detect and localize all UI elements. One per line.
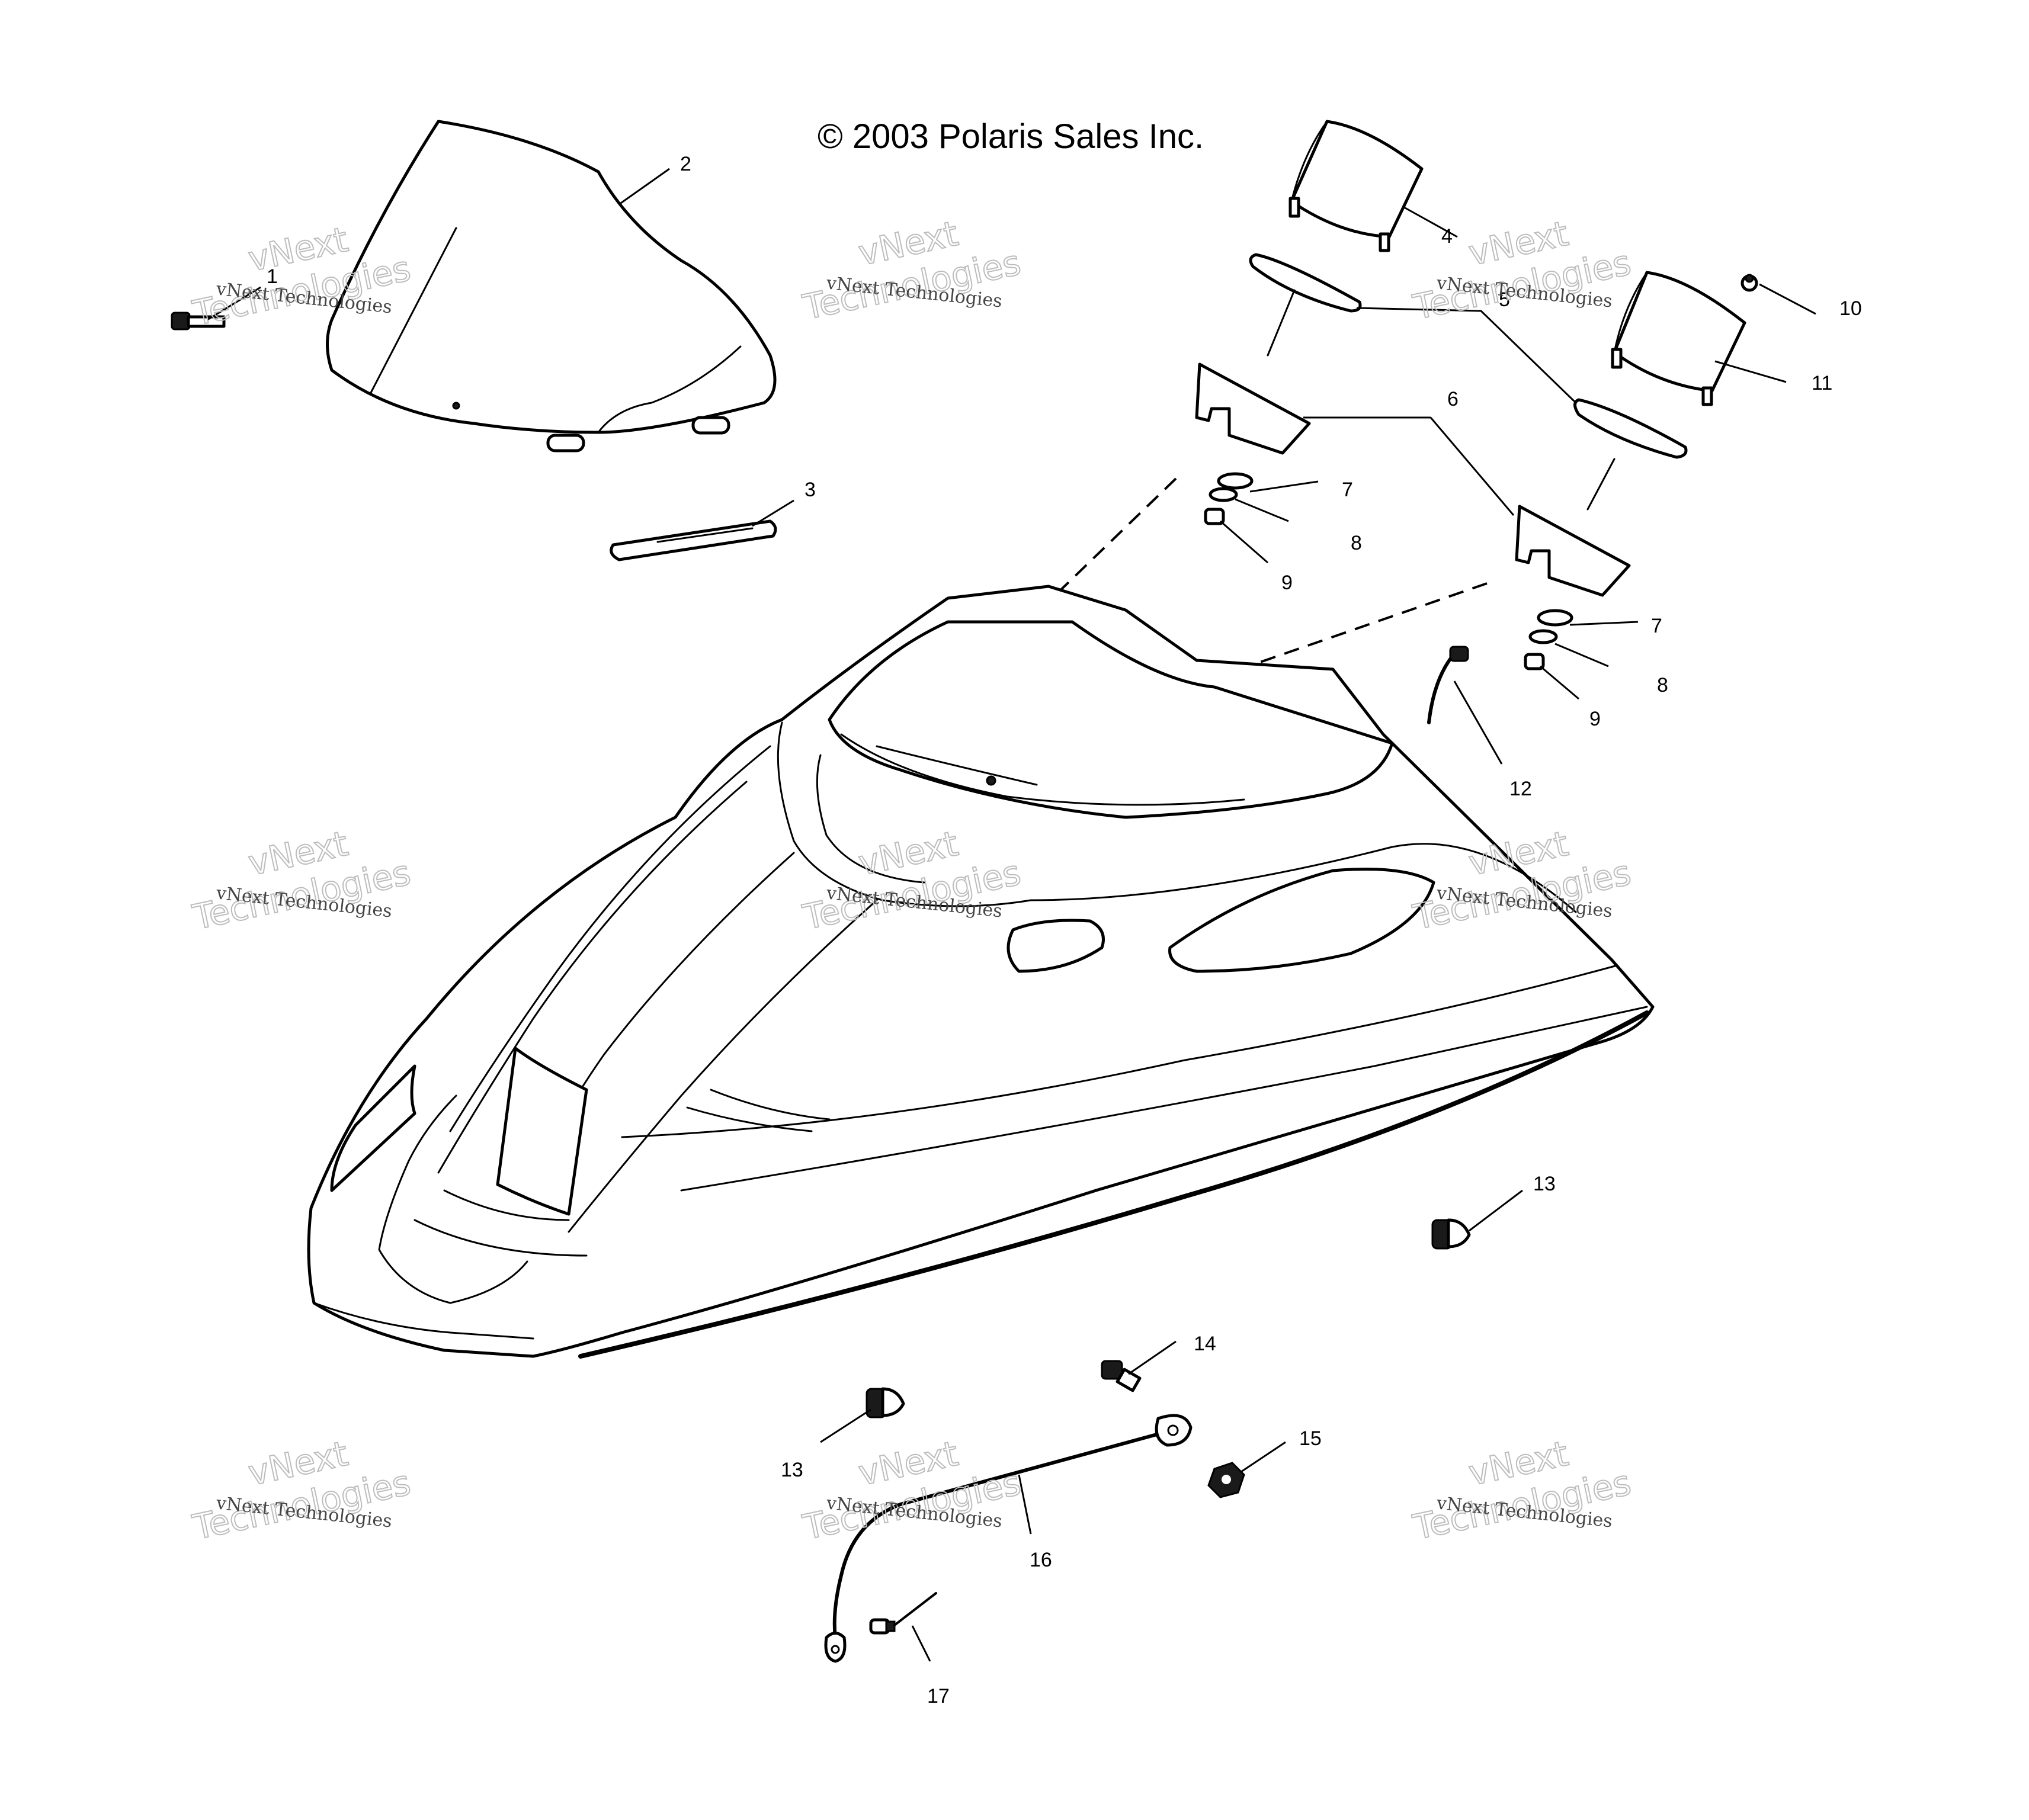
hood-assembly xyxy=(307,585,1655,1359)
callout-8b: 8 xyxy=(1657,674,1668,696)
watermark: vNext Technologies vNext Technologies xyxy=(799,213,1025,328)
bolt-part-14 xyxy=(1101,1360,1142,1392)
leader-lines xyxy=(207,168,1816,1662)
gasket-part-5 xyxy=(1249,253,1688,459)
callout-15: 15 xyxy=(1299,1427,1322,1450)
callout-14: 14 xyxy=(1194,1333,1216,1355)
gauge-part-4 xyxy=(1288,120,1424,252)
callout-7a: 7 xyxy=(1342,479,1353,501)
callout-5: 5 xyxy=(1499,288,1510,311)
bezel-part-6 xyxy=(1195,362,1631,597)
callout-13a: 13 xyxy=(1533,1173,1556,1195)
callout-16: 16 xyxy=(1030,1549,1052,1571)
callout-3: 3 xyxy=(804,479,816,501)
callout-8a: 8 xyxy=(1351,532,1362,554)
windshield-part-2 xyxy=(326,120,777,452)
strap-part-3 xyxy=(610,519,777,561)
callout-4: 4 xyxy=(1441,225,1453,248)
callout-11: 11 xyxy=(1812,372,1832,394)
tether-cable-part-16 xyxy=(824,1414,1193,1663)
washer-nut-set-upper xyxy=(1204,472,1254,525)
callout-13b: 13 xyxy=(781,1459,803,1481)
watermark: vNext Technologies vNext Technologies xyxy=(799,823,1025,938)
callout-9b: 9 xyxy=(1589,708,1601,730)
gauge-part-11 xyxy=(1611,271,1746,406)
callout-17: 17 xyxy=(927,1685,950,1707)
callout-10: 10 xyxy=(1839,297,1862,320)
screw-part-1 xyxy=(171,312,226,330)
copyright-text: © 2003 Polaris Sales Inc. xyxy=(818,117,1204,156)
callout-7b: 7 xyxy=(1651,615,1662,637)
nut-part-15 xyxy=(1207,1462,1245,1498)
callout-2: 2 xyxy=(680,153,691,175)
fastener-part-10 xyxy=(1740,274,1758,292)
watermark: vNext Technologies vNext Technologies xyxy=(799,1433,1025,1548)
callout-12: 12 xyxy=(1509,778,1532,800)
washer-nut-set-lower xyxy=(1524,609,1573,670)
callout-labels: 1 2 3 4 5 6 7 8 9 10 11 7 8 9 12 13 13 1… xyxy=(267,153,1862,1707)
callout-6: 6 xyxy=(1447,388,1459,410)
watermark: vNext Technologies vNext Technologies xyxy=(188,823,415,938)
wire-part-12 xyxy=(1427,646,1469,724)
watermark: vNext Technologies vNext Technologies xyxy=(1409,1433,1635,1548)
watermark: vNext Technologies vNext Technologies xyxy=(188,1433,415,1548)
callout-9a: 9 xyxy=(1281,572,1293,594)
callout-1: 1 xyxy=(267,265,278,288)
rivet-part-17 xyxy=(869,1592,937,1635)
mount-part-13-right xyxy=(1431,1218,1471,1250)
mount-part-13-left xyxy=(866,1387,905,1418)
assembly-guide-lines xyxy=(1033,289,1615,682)
